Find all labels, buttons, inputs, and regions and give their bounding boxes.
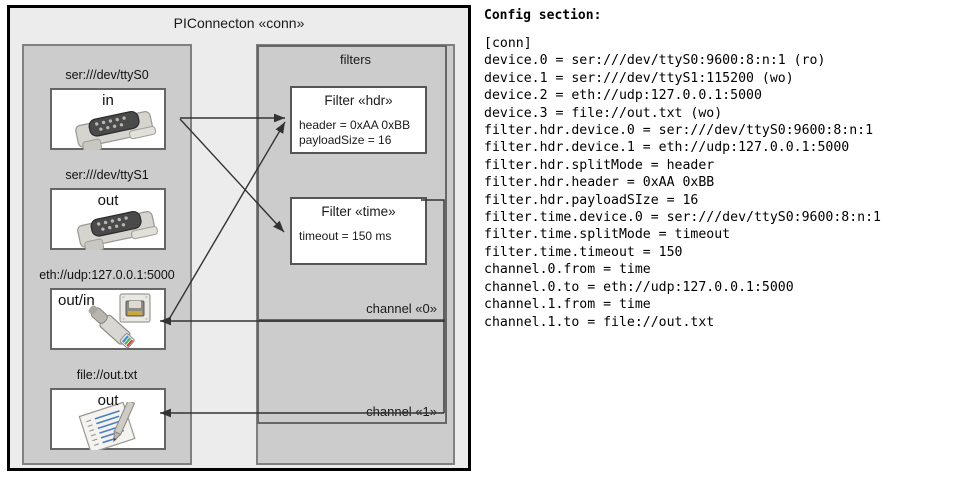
config-line: device.0 = ser:///dev/ttyS0:9600:8:n:1 (… <box>484 53 826 69</box>
filter-hdr-props: header = 0xAA 0xBB payloadSize = 16 <box>299 118 410 148</box>
config-line: filter.hdr.device.1 = eth://udp:127.0.0.… <box>484 140 850 156</box>
diagram-title: PIConnecton «conn» <box>173 15 305 31</box>
channel-box-1[interactable]: channel «1» <box>257 320 447 424</box>
filter-hdr-title: Filter «hdr» <box>324 93 393 108</box>
config-line: device.1 = ser:///dev/ttyS1:115200 (wo) <box>484 70 794 86</box>
filter-hdr-prop-payloadsize: payloadSize = 16 <box>299 133 392 147</box>
filter-time-props: timeout = 150 ms <box>299 229 391 244</box>
filter-hdr-prop-header: header = 0xAA 0xBB <box>299 118 411 132</box>
device-label-out-file: out <box>97 392 119 409</box>
device-label-outin: out/in <box>58 292 95 309</box>
device-caption-ttys0: ser:///dev/ttyS0 <box>65 68 149 82</box>
filters-panel-title: filters <box>339 52 372 67</box>
config-line: filter.hdr.header = 0xAA 0xBB <box>484 175 715 191</box>
config-line: channel.0.to = eth://udp:127.0.0.1:5000 <box>484 279 794 295</box>
config-line: filter.hdr.splitMode = header <box>484 157 715 173</box>
config-body: [conn] device.0 = ser:///dev/ttyS0:9600:8… <box>484 35 958 331</box>
device-label-in: in <box>102 92 114 109</box>
config-line: device.2 = eth://udp:127.0.0.1:5000 <box>484 88 762 104</box>
filter-box-time[interactable]: Filter «time» timeout = 150 ms <box>290 197 427 265</box>
device-caption-ttys1: ser:///dev/ttyS1 <box>65 168 149 182</box>
filter-time-title: Filter «time» <box>321 204 396 219</box>
device-caption-file: file://out.txt <box>76 368 138 382</box>
config-line: filter.hdr.device.0 = ser:///dev/ttyS0:9… <box>484 123 874 139</box>
connection-diagram: PIConnecton «conn» ser:///dev/ttyS0 in <box>7 5 471 471</box>
device-box-eth[interactable]: out/in <box>50 288 166 350</box>
channel-box-0[interactable]: channel «0» <box>257 45 447 321</box>
config-line: channel.0.from = time <box>484 262 651 278</box>
config-section: Config section: [conn] device.0 = ser:///… <box>484 8 958 331</box>
filter-time-prop-timeout: timeout = 150 ms <box>299 229 392 243</box>
config-line: channel.1.to = file://out.txt <box>484 314 715 330</box>
device-box-file[interactable]: out <box>50 388 166 450</box>
config-line: channel.1.from = time <box>484 297 651 313</box>
device-box-ttys1[interactable]: out <box>50 188 166 250</box>
channel-0-label: channel «0» <box>366 301 437 316</box>
config-line: filter.time.device.0 = ser:///dev/ttyS0:… <box>484 210 881 226</box>
config-line: device.3 = file://out.txt (wo) <box>484 105 723 121</box>
filters-panel: filters Filter «hdr» header = 0xAA 0xBB … <box>256 44 455 465</box>
channel-1-label: channel «1» <box>366 404 437 419</box>
device-box-ttys0[interactable]: in <box>50 88 166 150</box>
config-line: filter.hdr.payloadSIze = 16 <box>484 192 699 208</box>
filter-box-hdr[interactable]: Filter «hdr» header = 0xAA 0xBB payloadS… <box>290 86 427 154</box>
config-line: filter.time.timeout = 150 <box>484 244 683 260</box>
config-line: filter.time.splitMode = timeout <box>484 227 731 243</box>
config-line: [conn] <box>484 36 532 51</box>
devices-panel: ser:///dev/ttyS0 in <box>22 44 192 465</box>
device-label-out-serial: out <box>97 192 119 209</box>
device-caption-eth: eth://udp:127.0.0.1:5000 <box>39 268 175 282</box>
config-heading: Config section: <box>484 8 602 23</box>
